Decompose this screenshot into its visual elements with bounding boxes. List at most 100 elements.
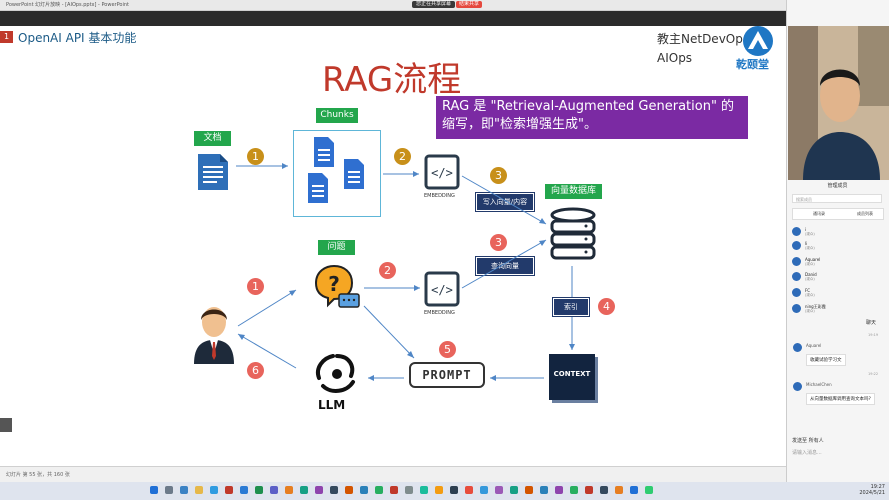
member-role: (观众) [805, 293, 815, 297]
chat-time: 19:19 [868, 333, 879, 337]
step-3-red: 3 [490, 234, 507, 251]
step-4-red: 4 [598, 298, 615, 315]
clock-date: 2024/5/21 [859, 490, 885, 496]
chunks-label: Chunks [316, 108, 358, 123]
embedding-label-bottom: EMBEDDING [424, 310, 455, 316]
chat-message: 从向量数据库调用查询文本吗? [806, 393, 875, 405]
app-icon[interactable] [465, 486, 473, 494]
app-icon[interactable] [285, 486, 293, 494]
member-search-input[interactable]: 搜索成员 [792, 194, 882, 203]
app-icon[interactable] [300, 486, 308, 494]
search-icon[interactable] [165, 486, 173, 494]
question-chat-icon: ? [314, 264, 360, 308]
slide-header: OpenAI API 基本功能 [18, 31, 137, 45]
question-label: 问题 [318, 240, 355, 255]
chat-header[interactable]: 聊天 [866, 320, 877, 326]
start-icon[interactable] [150, 486, 158, 494]
avatar [793, 382, 802, 391]
svg-text:?: ? [328, 272, 340, 296]
app-icon[interactable] [315, 486, 323, 494]
teams-icon[interactable] [270, 486, 278, 494]
explorer-icon[interactable] [195, 486, 203, 494]
brand-line-2: AIOps [657, 51, 693, 65]
member-item[interactable]: Aquarel (观众) [792, 257, 882, 270]
window-title: PowerPoint 幻灯片放映 - [AIOps.pptx] - PowerP… [6, 2, 129, 8]
member-name: Aquarel [805, 257, 821, 262]
arrow-doc-to-chunks [236, 163, 288, 169]
write-vector-box: 写入向量/内容 [476, 193, 534, 211]
app-icon[interactable] [615, 486, 623, 494]
app-icon[interactable] [450, 486, 458, 494]
app-icon[interactable] [510, 486, 518, 494]
slide-counter: 幻灯片 第 55 张，共 160 张 [6, 472, 70, 478]
system-clock[interactable]: 19:27 2024/5/21 [859, 484, 885, 496]
edge-icon[interactable] [210, 486, 218, 494]
arrow-embedding-to-db-top [461, 175, 547, 225]
member-item[interactable]: FC (观众) [792, 288, 882, 301]
database-icon [550, 207, 596, 260]
member-item[interactable]: i (观众) [792, 227, 882, 240]
prompt-box: PROMPT [409, 362, 485, 388]
member-item[interactable]: ning王彩霞 (观众) [792, 304, 882, 317]
llm-icon [316, 354, 355, 393]
arrow-prompt-to-llm [368, 375, 404, 381]
avatar [792, 272, 801, 281]
tab-members[interactable]: 成员列表 [857, 211, 873, 216]
tab-contacts[interactable]: 通讯录 [813, 211, 825, 216]
app-icon[interactable] [435, 486, 443, 494]
app-icon[interactable] [585, 486, 593, 494]
member-item[interactable]: Danid (观众) [792, 272, 882, 285]
member-name: Danid [805, 272, 817, 277]
embedding-label-top: EMBEDDING [424, 193, 455, 199]
brand-logo-icon [743, 26, 773, 56]
llm-label: LLM [318, 398, 346, 412]
app-icon[interactable] [555, 486, 563, 494]
member-role: (观众) [805, 246, 815, 250]
slide-menu-button[interactable] [0, 418, 12, 432]
clock-time: 19:27 [870, 484, 885, 490]
app-icon[interactable] [420, 486, 428, 494]
word-icon[interactable] [240, 486, 248, 494]
avatar [792, 227, 801, 236]
app-icon[interactable] [405, 486, 413, 494]
send-to-selector[interactable]: 发送至 所有人 [792, 438, 824, 444]
avatar [792, 241, 801, 250]
step-2-red: 2 [379, 262, 396, 279]
app-icon[interactable] [645, 486, 653, 494]
member-name: ning王彩霞 [805, 304, 826, 309]
app-icon[interactable] [360, 486, 368, 494]
chat-input[interactable]: 请输入消息... [792, 450, 822, 456]
chunks-documents-icon [308, 137, 364, 203]
taskview-icon[interactable] [180, 486, 188, 494]
member-item[interactable]: li (观众) [792, 241, 882, 254]
app-icon[interactable] [540, 486, 548, 494]
share-status-pill[interactable]: 您正在共享屏幕 [412, 1, 456, 8]
app-icon[interactable] [630, 486, 638, 494]
app-icon[interactable] [390, 486, 398, 494]
app-icon[interactable] [525, 486, 533, 494]
app-icon[interactable] [480, 486, 488, 494]
arrow-question-to-embedding [364, 285, 420, 291]
app-icon[interactable] [495, 486, 503, 494]
brand-line-1: 教主NetDevOps [657, 32, 750, 46]
excel-icon[interactable] [255, 486, 263, 494]
embedding-icon-bottom: </> [424, 271, 460, 307]
powerpoint-icon[interactable] [225, 486, 233, 494]
member-role: (观众) [805, 309, 815, 313]
app-icon[interactable] [375, 486, 383, 494]
member-role: (观众) [805, 262, 815, 266]
app-icon[interactable] [570, 486, 578, 494]
slide-title: RAG流程 [322, 60, 462, 100]
member-role: (观众) [805, 277, 815, 281]
brand-logo-text: 乾颐堂 [736, 58, 769, 71]
arrow-llm-to-user [237, 333, 297, 369]
app-icon[interactable] [345, 486, 353, 494]
stop-share-button[interactable]: 结束共享 [456, 1, 483, 8]
chat-sender: Aquarel [806, 343, 822, 348]
document-icon [198, 154, 228, 190]
avatar [792, 304, 801, 313]
chunks-box [293, 130, 381, 217]
app-icon[interactable] [600, 486, 608, 494]
app-icon[interactable] [330, 486, 338, 494]
step-2-gold: 2 [394, 148, 411, 165]
